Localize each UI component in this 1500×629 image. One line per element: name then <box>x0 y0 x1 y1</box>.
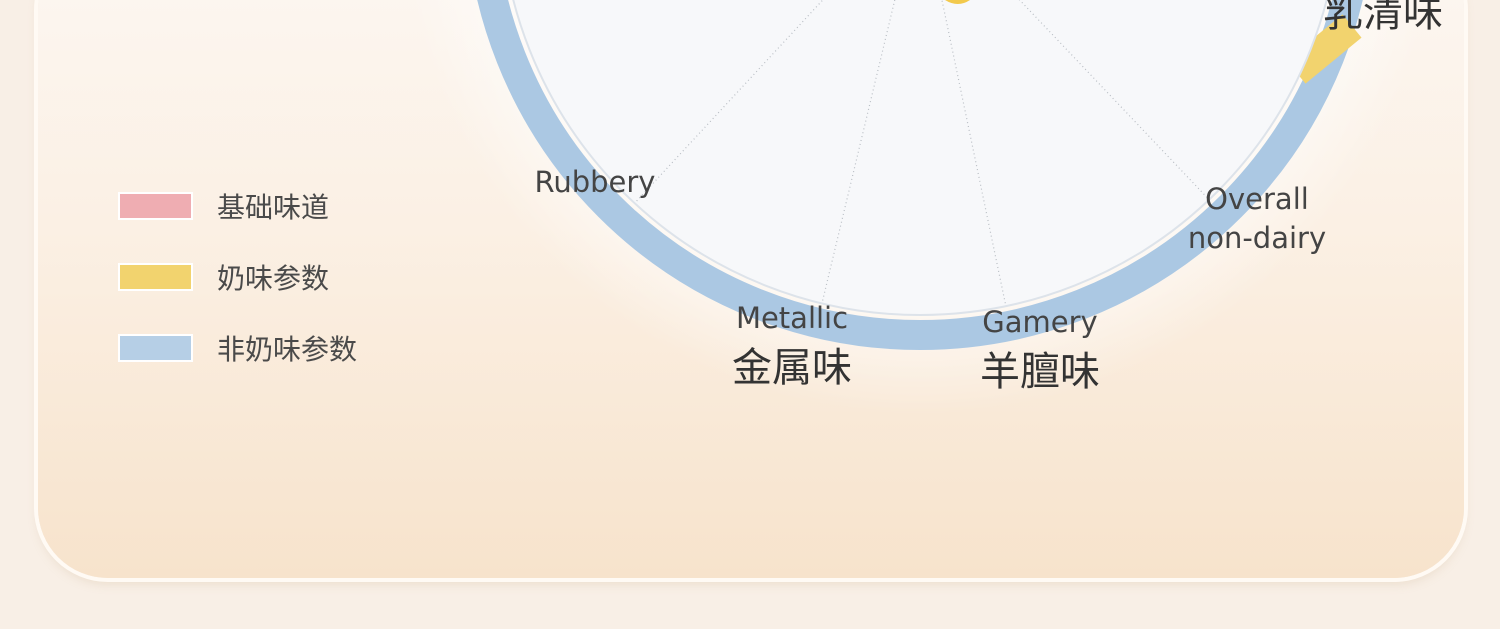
data-area <box>945 0 970 4</box>
legend-label: 非奶味参数 <box>217 333 358 366</box>
legend-item: 非奶味参数 <box>118 328 357 368</box>
axis-label-en: Gamery <box>982 305 1097 339</box>
axis-label-en: Overall <box>1205 182 1309 216</box>
axis-label-zh: 羊膻味 <box>980 349 1100 395</box>
radar-plot-area <box>512 0 1328 316</box>
legend-label: 奶味参数 <box>217 262 330 295</box>
legend-item: 奶味参数 <box>118 257 357 297</box>
axis-label-en: Rubbery <box>535 165 656 199</box>
axis-label-en: non-dairy <box>1188 221 1326 255</box>
legend-swatch-basic <box>118 192 193 220</box>
legend-label: 基础味道 <box>217 191 330 224</box>
legend-item: 基础味道 <box>118 186 357 226</box>
legend: 基础味道 奶味参数 非奶味参数 <box>118 186 357 399</box>
axis-label-en: Metallic <box>736 301 848 335</box>
axis-label-zh: 金属味 <box>732 345 852 391</box>
axis-label-zh: 乳清味 <box>1323 0 1443 36</box>
legend-swatch-non-dairy <box>118 334 193 362</box>
ring-non-dairy <box>477 0 1363 350</box>
legend-swatch-dairy <box>118 263 193 291</box>
